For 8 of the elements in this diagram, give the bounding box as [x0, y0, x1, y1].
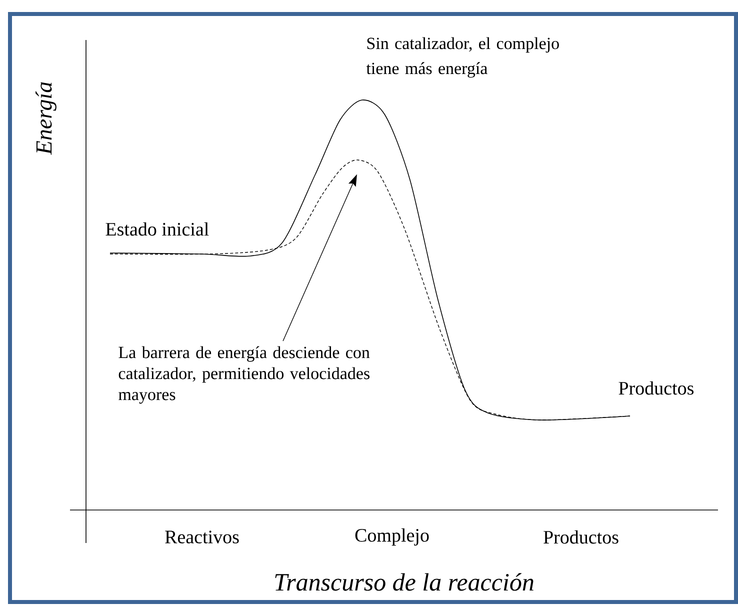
- annotation-text: Sin catalizador, el complejo tiene más energía: [366, 37, 559, 78]
- axis-title: Transcurso de la reacción: [275, 573, 534, 591]
- axis-title: Energía: [36, 82, 56, 155]
- tick-label: Reactivos: [165, 530, 239, 544]
- tick-label: Productos: [544, 530, 618, 544]
- tick-label: Complejo: [355, 528, 429, 546]
- curve-label: Productos: [618, 381, 694, 395]
- curve-label: Estado inicial: [106, 222, 209, 236]
